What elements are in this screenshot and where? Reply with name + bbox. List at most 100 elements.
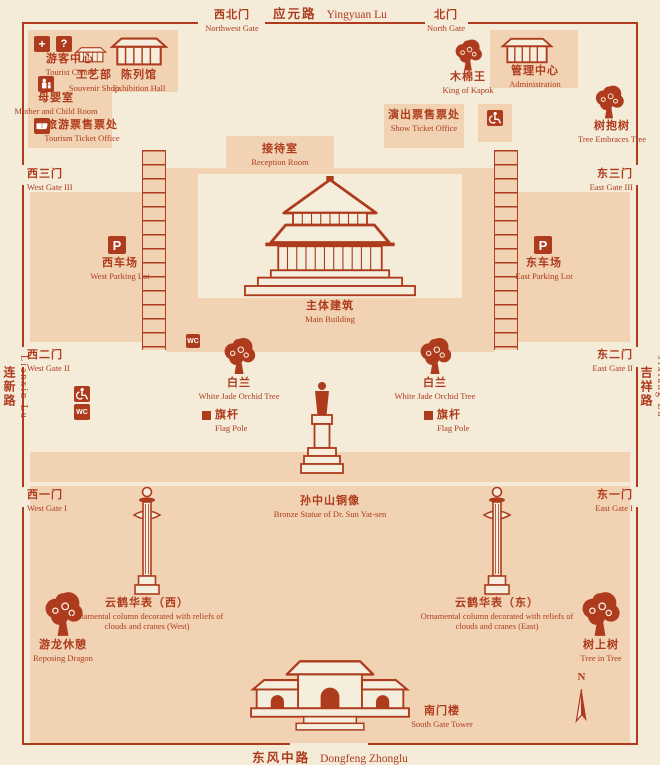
label-flag-pole-east: 旗杆 Flag Pole xyxy=(437,409,501,433)
chinese-label: 东车场 xyxy=(526,257,562,269)
chinese-label: 连新路 xyxy=(2,366,16,408)
main-building-illustration xyxy=(232,176,428,298)
wheelchair-icon-west xyxy=(74,386,90,402)
white-orchid-tree-west-icon xyxy=(221,336,257,376)
english-label: Tree Embraces Tree xyxy=(577,133,647,144)
icon-glyph: P xyxy=(112,237,122,253)
chinese-label: 工艺部 xyxy=(76,69,112,81)
block-show-ticket xyxy=(384,104,464,148)
english-label: West Parking Lot xyxy=(90,270,150,281)
chinese-label: 游龙休憩 xyxy=(39,639,87,651)
north-letter: N xyxy=(577,671,587,683)
english-label: Show Ticket Office xyxy=(390,122,458,133)
label-east-gate-3: 东三门 East Gate III xyxy=(563,168,633,192)
label-administration: 管理中心 Administration xyxy=(494,65,576,89)
king-of-kapok-tree-icon xyxy=(450,38,486,72)
chinese-label: 西三门 xyxy=(27,168,63,180)
road-label-yingyuan: 应元路 Yingyuan Lu xyxy=(0,3,660,23)
white-orchid-tree-east-icon xyxy=(417,336,453,376)
ticket-icon xyxy=(34,118,50,134)
icon-glyph: WC xyxy=(76,408,88,416)
tree-in-tree-icon xyxy=(577,590,623,638)
chinese-label: 北门 xyxy=(434,9,458,21)
ornamental-column-west-icon xyxy=(132,484,162,596)
chinese-label: 管理中心 xyxy=(511,65,559,77)
chinese-label: 陈列馆 xyxy=(121,69,157,81)
english-label: Northwest Gate xyxy=(205,22,259,33)
flag-pole-east-marker xyxy=(424,411,433,420)
english-label: Souvenir Shop xyxy=(68,82,120,93)
english-label: East Gate II xyxy=(592,362,633,373)
label-souvenir-shop: 工艺部 Souvenir Shop xyxy=(58,69,130,93)
english-label: Administration xyxy=(509,78,561,89)
chinese-label: 孙中山铜像 xyxy=(300,495,360,507)
icon-glyph: WC xyxy=(187,337,199,345)
west-colonnade xyxy=(142,150,166,350)
label-white-orchid-west: 白兰 White Jade Orchid Tree xyxy=(179,377,299,401)
exhibition-hall-icon xyxy=(108,34,170,70)
label-tourist-center: 游客中心 Tourist Center xyxy=(24,53,116,77)
english-label: Tree in Tree xyxy=(580,652,622,663)
boundary-top-center xyxy=(265,22,425,24)
block-west-parking xyxy=(30,192,142,342)
boundary-west-4 xyxy=(22,507,24,745)
chinese-label: 树抱树 xyxy=(594,120,630,132)
english-label: Ornamental column decorated with reliefs… xyxy=(70,610,224,632)
information-icon: ? xyxy=(56,36,72,52)
road-label-lianxin: 连新路 Lianxin Lu xyxy=(1,322,29,452)
label-north-gate: 北门 North Gate xyxy=(401,9,491,33)
toilet-icon-plaza: WC xyxy=(186,334,200,348)
boundary-east-2 xyxy=(636,185,638,347)
chinese-label: 东风中路 xyxy=(252,751,311,765)
west-parking-icon: P xyxy=(108,236,126,254)
chinese-label: 旗杆 xyxy=(215,409,239,421)
boundary-bottom-west xyxy=(22,743,290,745)
english-label: West Gate II xyxy=(27,362,70,373)
english-label: Flag Pole xyxy=(437,422,470,433)
chinese-label: 云鹤华表（西） xyxy=(105,597,189,609)
label-tourism-ticket-office: 旅游票售票处 Tourism Ticket Office xyxy=(24,119,140,143)
label-ornamental-column-east: 云鹤华表（东） Ornamental column decorated with… xyxy=(415,597,579,632)
english-label: North Gate xyxy=(426,22,465,33)
english-label: Main Building xyxy=(305,313,355,324)
chinese-label: 应元路 xyxy=(273,7,317,21)
label-east-parking: 东车场 East Parking Lot xyxy=(492,257,596,281)
boundary-top-west xyxy=(22,22,198,24)
chinese-label: 木棉王 xyxy=(450,71,486,83)
boundary-bottom-east xyxy=(368,743,636,745)
chinese-label: 东三门 xyxy=(597,168,633,180)
tree-embraces-tree-icon xyxy=(590,84,628,120)
chinese-label: 树上树 xyxy=(583,639,619,651)
english-label: East Gate III xyxy=(589,181,633,192)
boundary-east-4 xyxy=(636,507,638,745)
label-white-orchid-east: 白兰 White Jade Orchid Tree xyxy=(375,377,495,401)
label-northwest-gate: 西北门 Northwest Gate xyxy=(187,9,277,33)
chinese-label: 南门楼 xyxy=(424,705,460,717)
label-reposing-dragon: 游龙休憩 Reposing Dragon xyxy=(13,639,113,663)
english-label: Dongfeng Zhonglu xyxy=(320,753,408,765)
chinese-label: 西一门 xyxy=(27,489,63,501)
icon-glyph: ? xyxy=(60,38,68,50)
english-label: Exhibition Hall xyxy=(112,82,166,93)
english-label: Bronze Statue of Dr. Sun Yat-sen xyxy=(273,508,387,519)
chinese-label: 演出票售票处 xyxy=(388,109,460,121)
first-aid-icon: + xyxy=(34,36,50,52)
chinese-label: 东二门 xyxy=(597,349,633,361)
boundary-east-3 xyxy=(636,367,638,487)
english-label: Reception Room xyxy=(251,156,309,167)
english-label: Yingyuan Lu xyxy=(326,9,387,21)
chinese-label: 接待室 xyxy=(262,143,298,155)
label-east-gate-2: 东二门 East Gate II xyxy=(563,349,633,373)
chinese-label: 西二门 xyxy=(27,349,63,361)
label-reception-room: 接待室 Reception Room xyxy=(226,143,334,167)
toilet-icon-west: WC xyxy=(74,404,90,420)
compass-needle-icon xyxy=(574,688,589,726)
boundary-west-2 xyxy=(22,185,24,347)
label-tree-in-tree: 树上树 Tree in Tree xyxy=(551,639,651,663)
english-label: East Gate I xyxy=(595,502,633,513)
chinese-label: 旅游票售票处 xyxy=(46,119,118,131)
english-label: West Gate I xyxy=(27,502,67,513)
label-east-gate-1: 东一门 East Gate I xyxy=(563,489,633,513)
east-parking-icon: P xyxy=(534,236,552,254)
